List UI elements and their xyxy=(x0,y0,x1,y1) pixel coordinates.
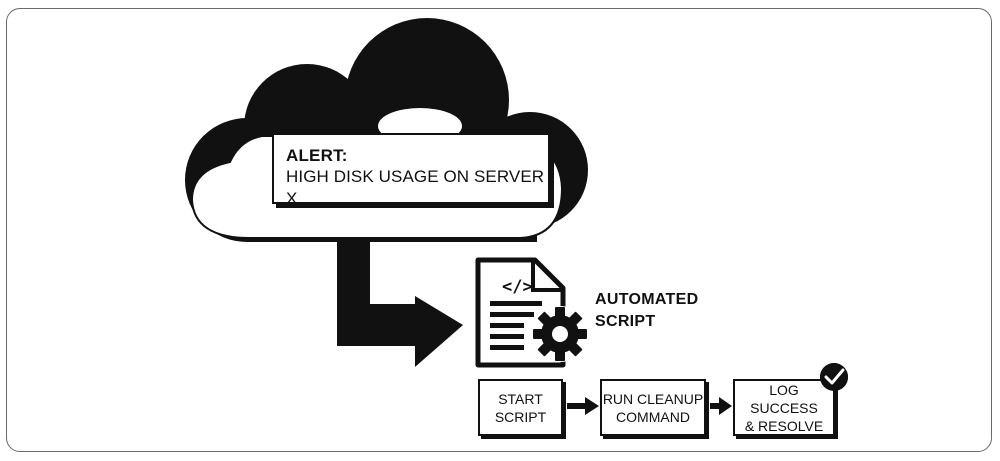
alert-box: ALERT: HIGH DISK USAGE ON SERVER X xyxy=(272,133,550,208)
gear-icon xyxy=(532,306,588,362)
script-label-line2: SCRIPT xyxy=(595,313,656,330)
script-label-line1: AUTOMATED xyxy=(595,291,699,308)
step-label-line1: START xyxy=(498,390,543,407)
flow-arrow-step1-to-step2 xyxy=(567,397,599,415)
alert-message: HIGH DISK USAGE ON SERVER X xyxy=(286,167,545,208)
step-label-line2: & RESOLVE xyxy=(744,417,824,434)
step-label-line2: SCRIPT xyxy=(494,408,547,425)
step-log-success-resolve: LOG SUCCESS & RESOLVE xyxy=(733,379,835,436)
code-glyph: </> xyxy=(502,277,533,297)
step-label-line2: COMMAND xyxy=(616,408,690,425)
flow-arrow-alert-to-script xyxy=(337,238,463,367)
step-label-line1: LOG SUCCESS xyxy=(750,381,818,416)
alert-title: ALERT: xyxy=(286,146,348,165)
automated-script-label: AUTOMATED SCRIPT xyxy=(595,289,698,333)
step-label-line1: RUN CLEANUP xyxy=(602,390,704,407)
flow-arrow-step2-to-step3 xyxy=(710,397,732,415)
step-run-cleanup-command: RUN CLEANUP COMMAND xyxy=(600,379,706,436)
step-start-script: START SCRIPT xyxy=(478,379,563,436)
